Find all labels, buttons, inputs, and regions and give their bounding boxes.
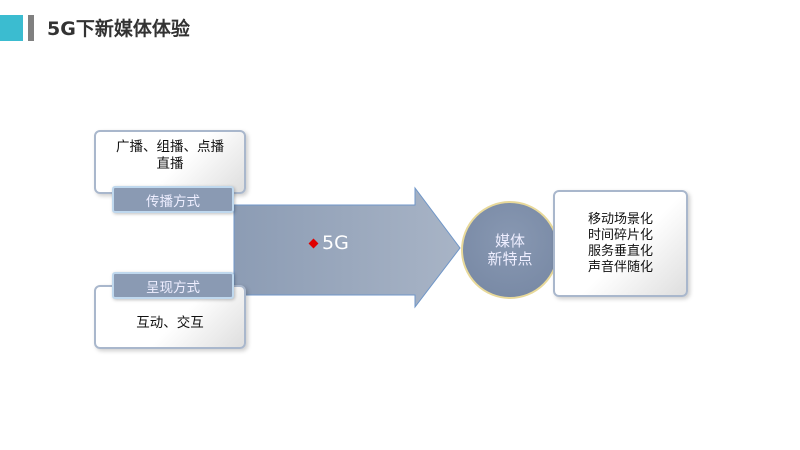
distribution-line: 直播 bbox=[156, 156, 184, 172]
page-title: 5G下新媒体体验 bbox=[47, 18, 190, 40]
feature-item: 声音伴随化 bbox=[587, 259, 653, 275]
distribution-box: 广播、组播、点播 直播 bbox=[94, 130, 246, 194]
feature-item: 移动场景化 bbox=[587, 211, 653, 227]
header-accent-block bbox=[0, 15, 23, 41]
feature-item: 时间碎片化 bbox=[587, 227, 653, 243]
circle-line: 新特点 bbox=[487, 250, 533, 268]
diamond-bullet-icon bbox=[308, 238, 319, 248]
circle-line: 媒体 bbox=[494, 232, 525, 250]
distribution-tag: 传播方式 bbox=[112, 186, 234, 213]
feature-item: 服务垂直化 bbox=[587, 243, 653, 259]
media-features-circle: 媒体新特点 bbox=[461, 201, 559, 299]
arrow-label: 5G bbox=[308, 232, 349, 254]
distribution-line: 广播、组播、点播 bbox=[116, 139, 224, 155]
features-box: 移动场景化 时间碎片化 服务垂直化 声音伴随化 bbox=[553, 190, 688, 297]
arrow-label-text: 5G bbox=[322, 232, 349, 254]
presentation-tag: 呈现方式 bbox=[112, 272, 234, 299]
header-accent-bar bbox=[28, 15, 34, 41]
